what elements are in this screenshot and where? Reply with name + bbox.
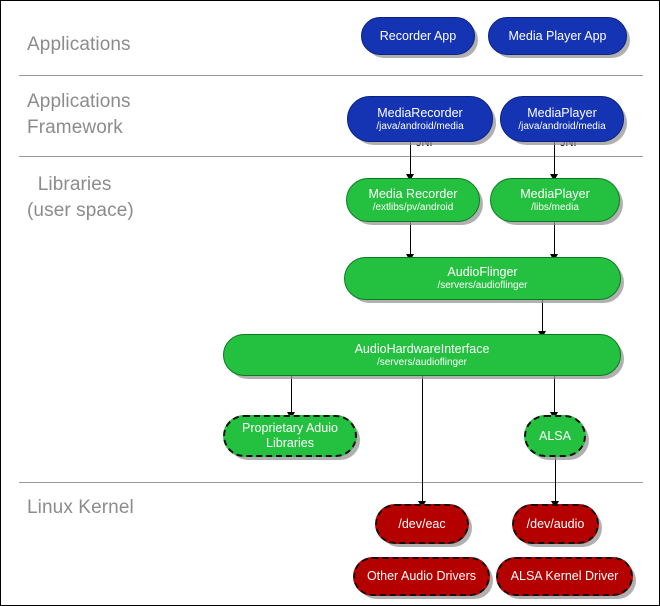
node-proprietary-audio-libraries[interactable]: Proprietary Aduio Libraries [223,415,357,457]
connector-audioflinger-to-audiohardwareinterface [542,300,543,334]
layer-label-libraries: Libraries (user space) [27,174,134,221]
node-mediaplayer-lib[interactable]: MediaPlayer /libs/media [490,178,620,222]
node-other-audio-drivers-title: Other Audio Drivers [366,569,477,583]
node-audiohardwareinterface-path: /servers/audioflinger [376,356,468,368]
divider-applications [19,75,643,76]
node-audiohardwareinterface[interactable]: AudioHardwareInterface /servers/audiofli… [223,334,621,376]
node-mediaplayer-framework[interactable]: MediaPlayer /java/android/media [500,96,624,142]
node-media-player-app-title: Media Player App [508,28,607,43]
node-alsa-kernel-driver[interactable]: ALSA Kernel Driver [496,557,633,596]
connector-mediaplayer-lib-to-audioflinger [554,222,555,257]
node-mediaplayer-framework-title: MediaPlayer [527,105,597,120]
node-audioflinger-title: AudioFlinger [447,265,518,279]
node-recorder-app[interactable]: Recorder App [361,17,475,55]
node-proprietary-audio-libraries-title: Proprietary Aduio [242,421,338,435]
connector-mediaplayer-to-mediaplayer-lib [554,142,555,177]
node-media-recorder-lib-title: Media Recorder [368,186,458,201]
node-mediarecorder-framework-title: MediaRecorder [377,105,463,120]
connector-media-recorder-lib-to-audioflinger [410,222,411,257]
node-alsa[interactable]: ALSA [524,415,586,457]
connector-audiohardwareinterface-to-alsa [554,376,555,414]
divider-libraries [19,482,643,483]
connector-audiohardwareinterface-to-dev-eac [422,376,423,504]
node-media-recorder-lib-path: /extlibs/pv/android [372,201,454,213]
node-alsa-kernel-driver-title: ALSA Kernel Driver [510,569,619,583]
connector-mediarecorder-to-media-recorder-lib [410,142,411,177]
node-alsa-title: ALSA [539,428,571,443]
connector-audiohardwareinterface-to-proprietary-libs [291,376,292,414]
node-other-audio-drivers[interactable]: Other Audio Drivers [353,557,490,596]
node-dev-audio[interactable]: /dev/audio [512,504,599,544]
node-mediarecorder-framework[interactable]: MediaRecorder /java/android/media [347,96,493,142]
layer-label-applications-framework: Applications Framework [27,91,131,138]
node-mediaplayer-lib-path: /libs/media [531,201,579,213]
node-audioflinger[interactable]: AudioFlinger /servers/audioflinger [344,257,621,300]
node-dev-audio-title: /dev/audio [526,516,585,531]
node-recorder-app-title: Recorder App [379,28,457,43]
node-dev-eac-title: /dev/eac [398,516,446,531]
node-mediarecorder-framework-path: /java/android/media [376,120,464,132]
node-mediaplayer-framework-path: /java/android/media [518,120,606,132]
layer-label-applications: Applications [27,34,131,55]
node-audioflinger-path: /servers/audioflinger [437,280,528,291]
node-audiohardwareinterface-title: AudioHardwareInterface [354,341,490,356]
node-media-recorder-lib[interactable]: Media Recorder /extlibs/pv/android [346,178,480,222]
divider-applications-framework [19,156,643,157]
node-media-player-app[interactable]: Media Player App [488,17,627,55]
layer-label-linux-kernel: Linux Kernel [27,497,134,518]
node-dev-eac[interactable]: /dev/eac [375,504,469,544]
connector-alsa-to-dev-audio [555,457,556,504]
node-proprietary-audio-libraries-title-line2: Libraries [266,436,314,450]
node-mediaplayer-lib-title: MediaPlayer [520,186,590,201]
